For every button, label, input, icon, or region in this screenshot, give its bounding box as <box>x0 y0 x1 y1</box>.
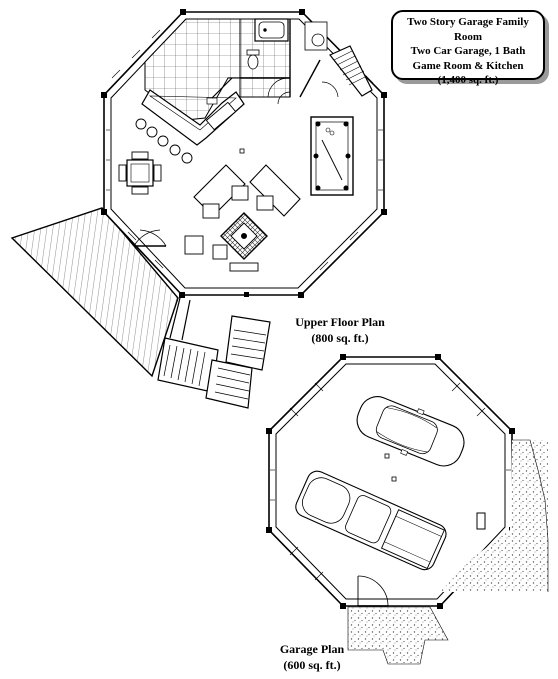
car-sedan <box>356 396 465 467</box>
garage-plan-name: Garage Plan <box>279 642 345 656</box>
deck <box>10 207 179 378</box>
garage-entry-door <box>357 575 389 607</box>
title-line-1: Two Story Garage Family Room <box>407 16 529 43</box>
upper-plan-label: Upper Floor Plan (800 sq. ft.) <box>280 314 400 346</box>
kitchen-counters <box>135 77 245 164</box>
garage-plan-label: Garage Plan (600 sq. ft.) <box>262 641 362 673</box>
exterior-stairs <box>157 297 271 409</box>
garage-side-door <box>476 512 486 530</box>
car-truck <box>295 470 447 571</box>
garage-floor-marker <box>391 476 397 482</box>
upper-plan-name: Upper Floor Plan <box>295 315 385 329</box>
garage-floor-marker <box>384 453 390 459</box>
title-line-3: Game Room & Kitchen <box>412 59 524 72</box>
dining-table <box>118 151 162 195</box>
deck-door <box>133 229 167 247</box>
upper-plan-area: (800 sq. ft.) <box>311 331 369 345</box>
garage-plan-area: (600 sq. ft.) <box>283 658 341 672</box>
title-line-2: Two Car Garage, 1 Bath <box>410 45 526 57</box>
kitchen-tile-floor <box>144 18 291 121</box>
pool-table <box>310 116 354 196</box>
title-box: Two Story Garage Family Room Two Car Gar… <box>391 10 545 86</box>
floor-marker <box>239 148 245 154</box>
interior-stair <box>277 45 373 105</box>
bathroom <box>240 18 328 98</box>
garage-outline <box>266 354 515 609</box>
landscaping <box>347 439 549 665</box>
living-room-furniture <box>184 164 301 272</box>
title-line-4: (1,400 sq. ft.) <box>437 74 499 86</box>
